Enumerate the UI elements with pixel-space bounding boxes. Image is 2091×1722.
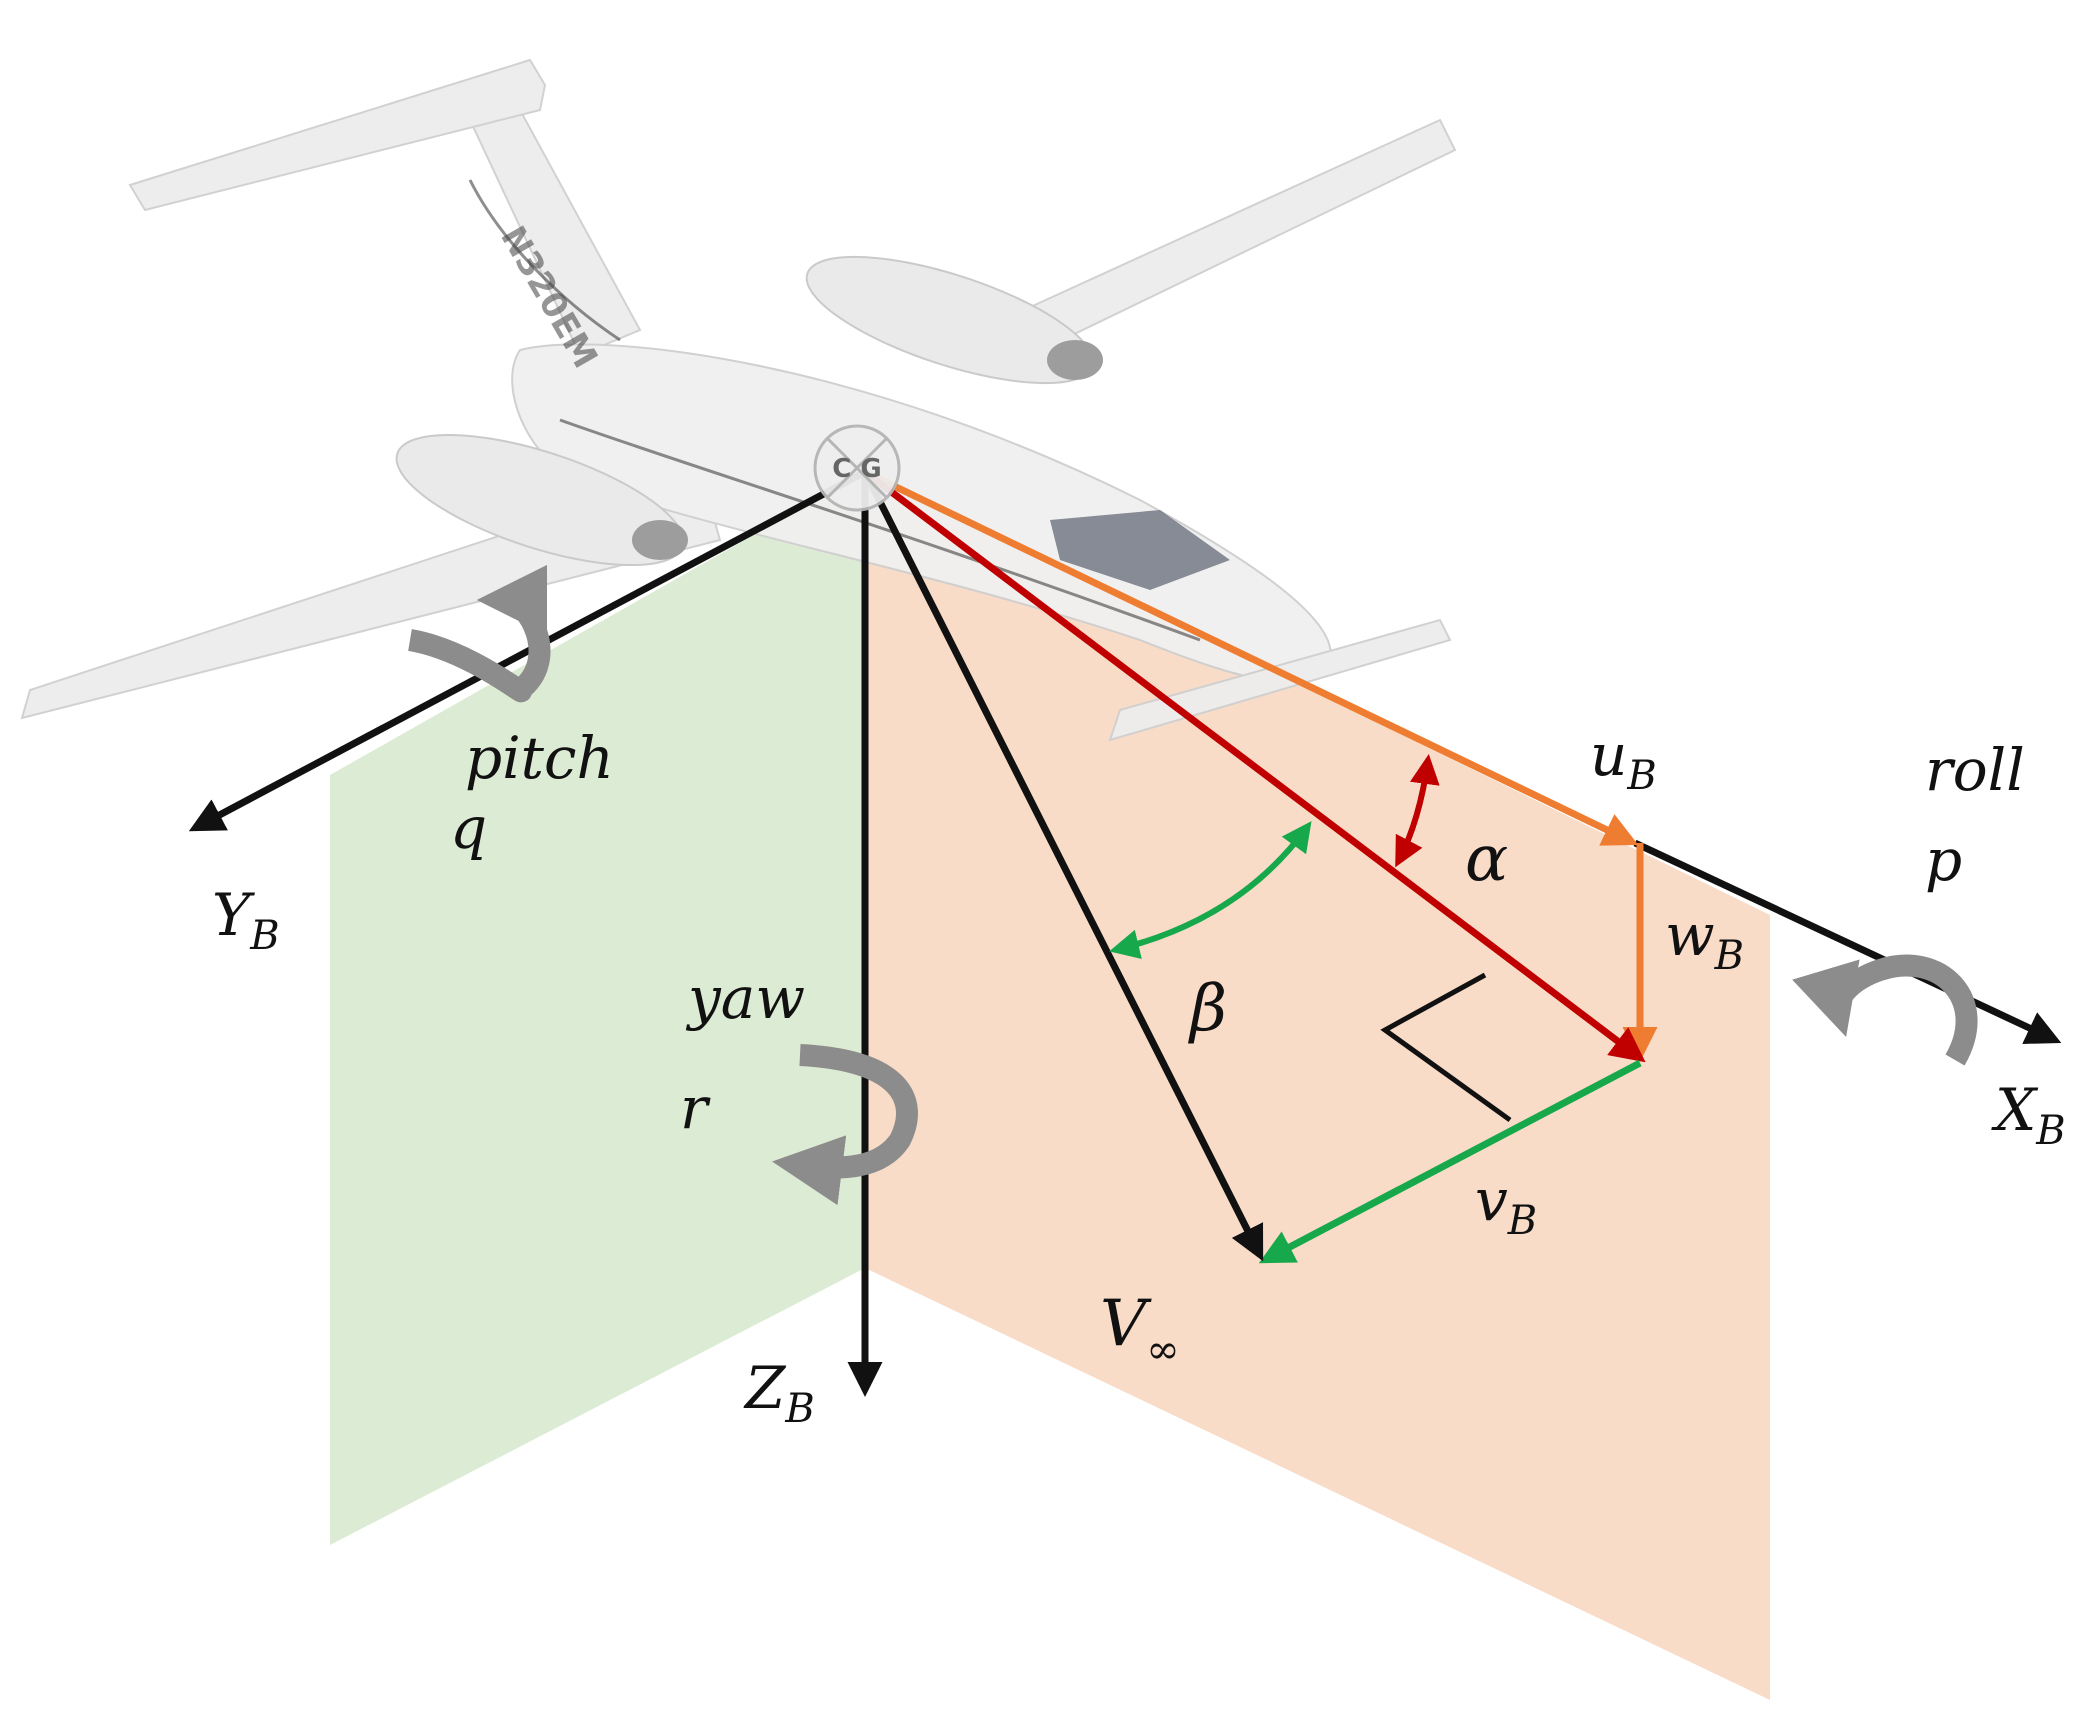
cg-label: C G	[832, 454, 881, 484]
yaw-label: yaw	[685, 964, 805, 1032]
airspeed-vector	[861, 470, 1264, 1262]
pitch-rate-label: q	[450, 794, 487, 862]
beta-arc	[1109, 821, 1312, 959]
z-axis-label: ZB	[743, 1354, 815, 1432]
aircraft-right-engine-intake	[1047, 340, 1103, 380]
aircraft-left-engine-intake	[632, 520, 688, 560]
alpha-label: α	[1465, 822, 1508, 896]
v-vector	[1258, 1059, 1642, 1264]
x-axis	[1633, 839, 2062, 1044]
pitch-rotation-arrow	[407, 564, 551, 703]
right-angle-marker	[1380, 972, 1512, 1123]
alpha-arc	[1395, 754, 1440, 868]
w-label: wB	[1665, 901, 1744, 979]
yaw-rate-label: r	[680, 1074, 711, 1142]
pitch-label: pitch	[465, 724, 614, 792]
roll-rotation-arrow	[1792, 954, 1978, 1066]
aircraft-horizontal-stabilizer	[128, 58, 547, 212]
xy-plane	[330, 472, 865, 1545]
aircraft-stripe	[559, 418, 1201, 642]
aircraft: N320EM	[20, 58, 1457, 742]
aircraft-canopy	[1050, 510, 1230, 590]
xz-plane	[865, 472, 1770, 1700]
roll-rate-label: p	[1925, 826, 1962, 894]
cg-marker: C G	[813, 424, 901, 512]
yaw-rotation-arrow	[772, 1044, 918, 1206]
roll-label: roll	[1925, 736, 2025, 804]
projection-vector	[862, 469, 1646, 1063]
aircraft-stripe	[468, 179, 621, 342]
aircraft-canard	[1108, 618, 1452, 742]
v-label: vB	[1475, 1166, 1537, 1244]
u-label: uB	[1590, 721, 1657, 799]
y-axis-label: YB	[212, 881, 280, 959]
beta-label: β	[1188, 972, 1227, 1046]
u-vector	[863, 468, 1639, 846]
x-axis-label: XB	[1991, 1076, 2066, 1154]
airspeed-label: V∞	[1100, 1287, 1180, 1373]
